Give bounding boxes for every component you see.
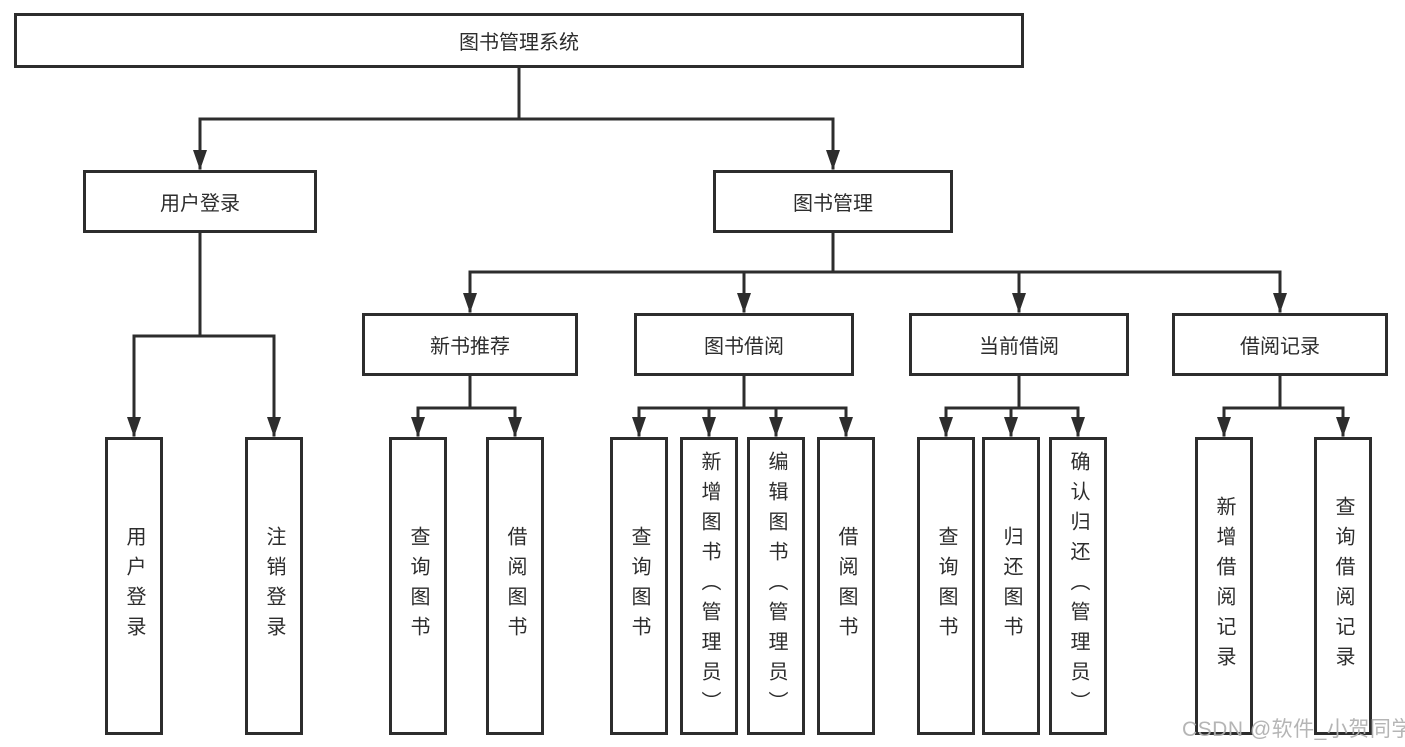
node-book-borrowing: 图书借阅: [634, 313, 854, 376]
edges-book-management-children: [463, 231, 1287, 313]
node-borrow-books-newbook: 借阅图书: [486, 437, 544, 735]
node-logout-action: 注销登录: [245, 437, 303, 735]
node-current-borrowing: 当前借阅: [909, 313, 1129, 376]
node-library-system-root: 图书管理系统: [14, 13, 1024, 68]
node-borrow-books-borrowing: 借阅图书: [817, 437, 875, 735]
edges-new-book-children: [411, 374, 522, 437]
edges-book-borrowing-children: [632, 374, 853, 437]
node-new-book-recommend: 新书推荐: [362, 313, 578, 376]
node-user-login-action: 用户登录: [105, 437, 163, 735]
node-user-login: 用户登录: [83, 170, 317, 233]
node-query-books-current: 查询图书: [917, 437, 975, 735]
edges-current-borrowing-children: [939, 374, 1085, 437]
node-edit-books-admin: 编辑图书（管理员）: [747, 437, 805, 735]
node-return-books: 归还图书: [982, 437, 1040, 735]
node-borrowing-records: 借阅记录: [1172, 313, 1388, 376]
edges-root-to-level1: [193, 66, 840, 170]
node-query-books-newbook: 查询图书: [389, 437, 447, 735]
node-add-borrow-record: 新增借阅记录: [1195, 437, 1253, 735]
node-query-borrow-record: 查询借阅记录: [1314, 437, 1372, 735]
node-book-management: 图书管理: [713, 170, 953, 233]
node-query-books-borrowing: 查询图书: [610, 437, 668, 735]
edges-user-login-children: [127, 231, 281, 437]
node-add-books-admin: 新增图书（管理员）: [680, 437, 738, 735]
edges-borrowing-records-children: [1217, 374, 1350, 437]
node-confirm-return-admin: 确认归还（管理员）: [1049, 437, 1107, 735]
